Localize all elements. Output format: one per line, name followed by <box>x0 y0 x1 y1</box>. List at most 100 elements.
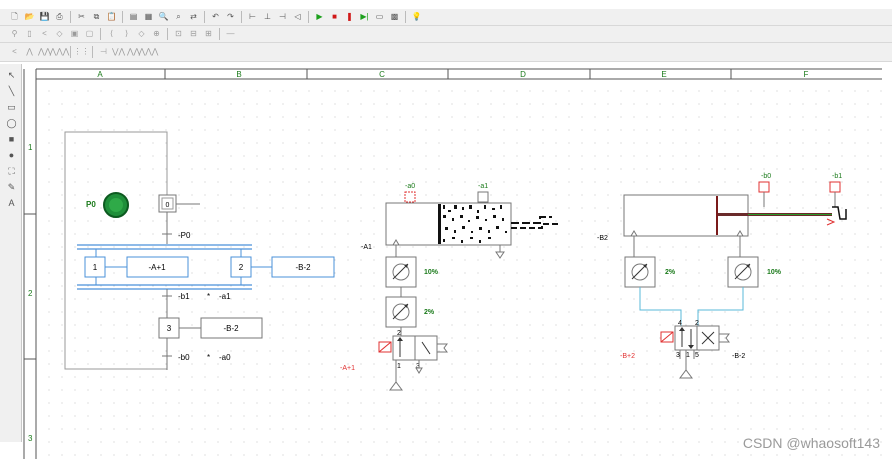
wave-icon[interactable]: ⋀ <box>26 47 33 56</box>
grid-icon[interactable]: ▩ <box>390 12 399 21</box>
valve-a-port-2: 2 <box>397 330 401 337</box>
dash-icon[interactable]: — <box>226 29 235 38</box>
column-label: D <box>520 70 526 79</box>
throttle-a-1-label: 10% <box>424 269 439 276</box>
align-right-icon[interactable]: ⊣ <box>279 12 286 21</box>
align-center-icon[interactable]: ⊥ <box>264 12 271 21</box>
valve-b-port-1: 1 <box>686 352 690 359</box>
toolbar-separator <box>70 46 71 58</box>
fill-icon[interactable]: ⛶ <box>8 166 15 176</box>
cylinder-a-circuit: -a0 -a1 -A1 <box>340 183 560 391</box>
valve-b-right-label: -B-2 <box>732 353 745 360</box>
node-icon[interactable]: ⊕ <box>153 29 160 38</box>
new-file-icon[interactable]: 🗋 <box>11 12 18 21</box>
action-b-minus-label: -B-2 <box>295 263 311 272</box>
zig-right-icon[interactable]: ⋀⋀ <box>126 47 141 56</box>
sensor-b0[interactable] <box>758 181 770 193</box>
component-icon[interactable]: ▯ <box>27 29 32 38</box>
sensor-a1[interactable] <box>477 191 489 203</box>
throttle-valve-a-1[interactable] <box>385 256 417 288</box>
redo-icon[interactable]: ↷ <box>227 12 234 21</box>
step-1-number: 1 <box>93 263 98 272</box>
toolbar-separator <box>241 11 242 23</box>
column-label: A <box>97 70 103 79</box>
cylinder-b-circuit: -b0 -b1 -B2 2% 10% <box>597 173 847 379</box>
undo-icon[interactable]: ↶ <box>212 12 219 21</box>
save-icon[interactable]: 💾 <box>39 12 50 21</box>
pointer-icon[interactable]: ↖ <box>7 70 16 80</box>
schematic-canvas[interactable]: A B C D E F 1 2 3 P0 0 -P0 1 -A+1 2 <box>22 64 882 459</box>
main-toolbar: 🗋 📂 💾 ⎙ ✂ ⧉ 📋 ▤ ▦ 🔍 ⌕ ⇄ ↶ ↷ ⊢ ⊥ ⊣ ◁ ▶ ■ ❚ ▶| ▭ ▩ 💡 <box>0 9 892 26</box>
arrow-back-icon[interactable]: < <box>12 47 17 56</box>
rounded-rect-icon[interactable]: ◯ <box>6 118 17 128</box>
open-folder-icon[interactable]: 📂 <box>24 12 35 21</box>
junction-icon[interactable]: ◇ <box>138 29 145 38</box>
ellipse-icon[interactable]: ● <box>8 150 15 160</box>
zoom-icon[interactable]: 🔍 <box>158 12 169 21</box>
align-left-icon[interactable]: ⊢ <box>249 12 256 21</box>
find-icon[interactable]: ⌕ <box>176 12 181 21</box>
shape-icon[interactable]: ◇ <box>56 29 63 38</box>
toolbar-separator <box>219 28 220 40</box>
help-bulb-icon[interactable]: 💡 <box>411 12 422 21</box>
toolbar-separator <box>308 11 309 23</box>
sensor-b1[interactable] <box>829 181 841 193</box>
throttle-valve-a-2[interactable] <box>385 296 417 328</box>
replace-icon[interactable]: ⇄ <box>190 12 197 21</box>
throttle-valve-b-right[interactable] <box>727 256 759 288</box>
sensor-a0-label: -a0 <box>405 183 415 190</box>
step-3-number: 3 <box>167 324 172 333</box>
branch-icon[interactable]: ⟨ <box>109 29 114 38</box>
module-icon[interactable]: ▣ <box>70 29 79 38</box>
wave-right-icon[interactable]: ⋁⋀ <box>111 47 126 56</box>
transition-b1: -b1 <box>178 292 190 301</box>
paste-icon[interactable]: 📋 <box>106 12 117 21</box>
print-icon[interactable]: ⎙ <box>56 12 63 21</box>
transition-and: * <box>207 292 210 301</box>
frame-icon[interactable]: ⊡ <box>175 29 182 38</box>
p0-label: P0 <box>86 200 96 209</box>
copy-icon[interactable]: ⧉ <box>93 12 100 21</box>
stop-icon[interactable]: ■ <box>332 12 337 21</box>
action-b-minus[interactable] <box>271 256 335 278</box>
row-label: 2 <box>28 289 33 298</box>
filled-rect-icon[interactable]: ■ <box>8 134 15 144</box>
graph-icon[interactable]: ⊞ <box>205 29 212 38</box>
line-icon[interactable]: < <box>42 29 47 38</box>
transition-p0: -P0 <box>178 231 191 240</box>
page-setup-icon[interactable]: ▦ <box>144 12 153 21</box>
lines-icon[interactable]: ⊟ <box>190 29 197 38</box>
rectangle-tool-icon[interactable]: ▭ <box>7 102 16 112</box>
pause-icon[interactable]: ❚ <box>346 12 353 21</box>
initial-step-number: 0 <box>166 202 170 209</box>
cut-icon[interactable]: ✂ <box>78 12 85 21</box>
sensor-b1-label: -b1 <box>832 173 842 180</box>
ladder-toolbar: <⋀⋀⋀⋀⋀⋀⋮⋮⊣⋁⋀⋀⋀⋀⋀⋀ <box>0 43 892 62</box>
row-label: 1 <box>28 143 33 152</box>
line-tool-icon[interactable]: ╲ <box>8 86 15 96</box>
valve-b-port-5: 5 <box>695 352 699 359</box>
triple-right-icon[interactable]: ⋀⋀⋀ <box>138 47 159 56</box>
toolbar-separator <box>405 11 406 23</box>
throttle-valve-b-left[interactable] <box>624 256 656 288</box>
split-icon[interactable]: ⟩ <box>124 29 129 38</box>
zigzag-icon[interactable]: ⋀⋀ <box>37 47 52 56</box>
run-icon[interactable]: ▶ <box>316 12 323 21</box>
step-icon[interactable]: ▶| <box>360 12 369 21</box>
sensor-a0[interactable] <box>404 191 416 203</box>
pen-icon[interactable]: ✎ <box>7 182 16 192</box>
ladder-icon[interactable]: ⋮⋮ <box>73 47 90 56</box>
connection-icon[interactable]: ⚲ <box>11 29 18 38</box>
action-b-minus-2[interactable] <box>200 317 263 339</box>
monitor-icon[interactable]: ▭ <box>375 12 384 21</box>
back-icon[interactable]: ◁ <box>294 12 301 21</box>
double-zigzag-icon[interactable]: ⋀⋀⋀ <box>49 47 70 56</box>
action-a-plus[interactable] <box>126 256 189 278</box>
row-label: 3 <box>28 434 33 443</box>
text-tool-icon[interactable]: A <box>8 198 15 208</box>
block-icon[interactable]: ▢ <box>85 29 94 38</box>
action-b-minus-2-label: -B-2 <box>223 324 239 333</box>
print-preview-icon[interactable]: ▤ <box>129 12 138 21</box>
branch-right-icon[interactable]: ⊣ <box>100 47 107 56</box>
transition-a1: -a1 <box>219 292 231 301</box>
